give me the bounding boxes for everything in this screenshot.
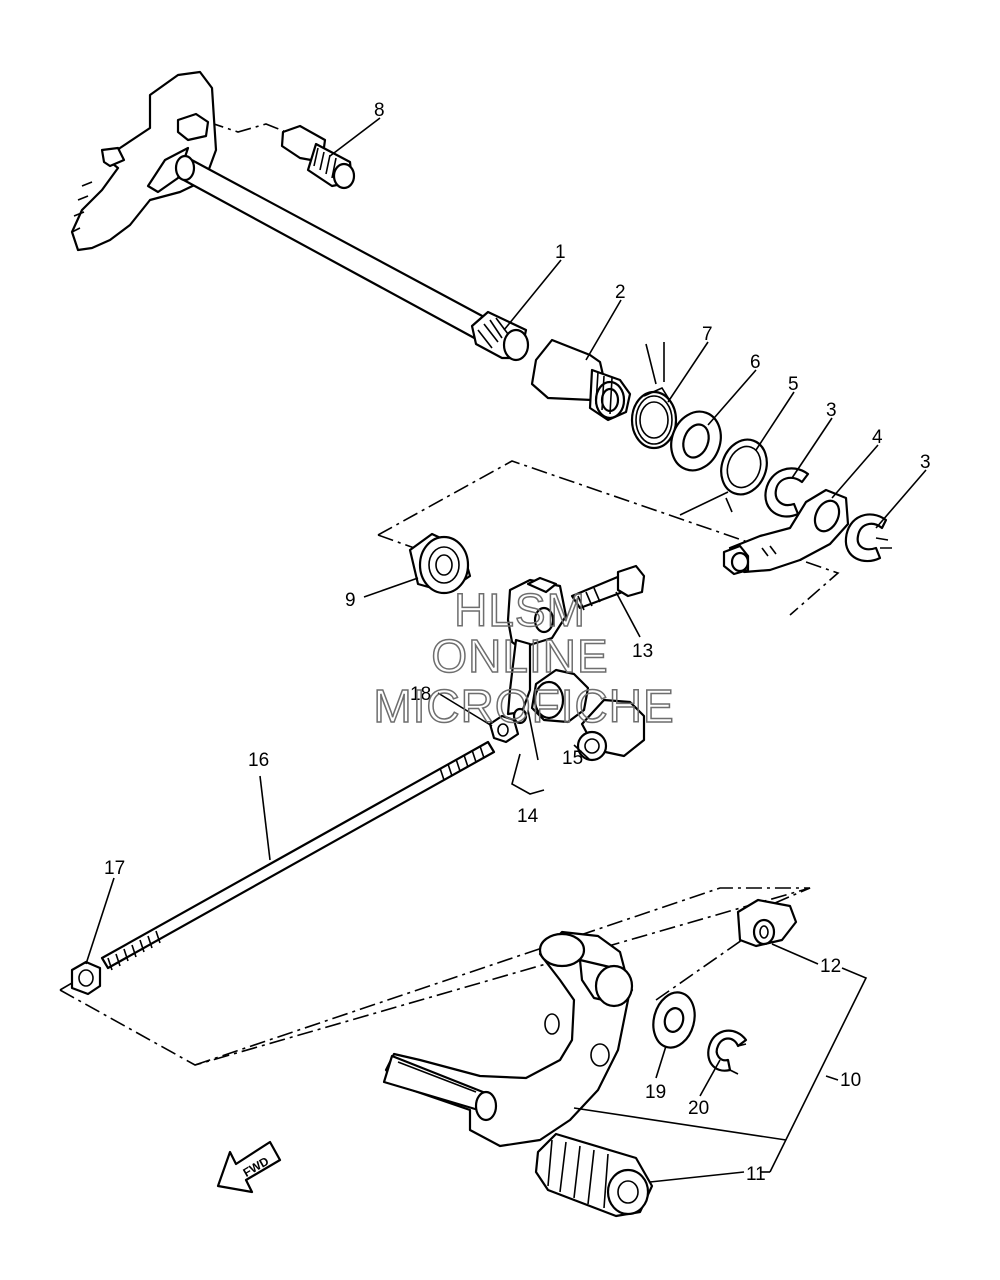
callout-11: 11 xyxy=(746,1164,766,1185)
callout-18: 18 xyxy=(410,684,431,705)
callout-7: 7 xyxy=(702,324,713,345)
callout-12: 12 xyxy=(820,956,841,977)
callout-19: 19 xyxy=(645,1082,666,1103)
callout-14: 14 xyxy=(517,806,539,827)
callout-17: 17 xyxy=(104,858,125,879)
callout-8: 8 xyxy=(374,100,385,121)
collar-2 xyxy=(530,338,632,422)
shift-lever-4 xyxy=(722,488,850,576)
callout-1: 1 xyxy=(555,242,566,263)
circlip-3a xyxy=(764,467,810,518)
bolt-13 xyxy=(570,564,646,611)
callout-15: 15 xyxy=(562,748,583,769)
watermark-line-3: MICROFICHE xyxy=(373,680,674,732)
callout-13: 13 xyxy=(632,641,653,662)
callout-3b: 3 xyxy=(920,452,931,473)
callout-9: 9 xyxy=(345,590,356,611)
bearing-9 xyxy=(408,532,472,595)
circlip-3b xyxy=(844,513,892,563)
callout-labels: 1 2 3 3 4 5 6 7 8 9 10 11 12 13 14 15 16… xyxy=(104,100,931,1185)
fwd-arrow-icon: FWD xyxy=(216,1140,282,1194)
callout-16: 16 xyxy=(248,750,269,771)
shift-pedal-10 xyxy=(382,930,634,1148)
foot-peg-rubber-11 xyxy=(534,1132,654,1218)
spring-5 xyxy=(679,438,768,516)
callout-5: 5 xyxy=(788,374,799,395)
watermark: HLSM ONLINE MICROFICHE xyxy=(373,583,675,733)
spring-7 xyxy=(630,342,678,450)
joint-12 xyxy=(736,898,798,948)
rod-16 xyxy=(100,740,496,971)
nut-18 xyxy=(488,714,520,744)
circlip-20 xyxy=(707,1029,748,1075)
callout-10: 10 xyxy=(840,1070,861,1091)
stopper-lever-14 xyxy=(506,576,590,725)
callout-4: 4 xyxy=(872,427,883,448)
callout-3a: 3 xyxy=(826,400,837,421)
washer-6 xyxy=(670,410,722,472)
leader-lines xyxy=(85,117,927,1183)
callout-2: 2 xyxy=(615,282,626,303)
callout-6: 6 xyxy=(750,352,761,373)
callout-20: 20 xyxy=(688,1098,709,1119)
nut-17 xyxy=(70,960,102,996)
watermark-line-2: ONLINE xyxy=(431,630,608,682)
washer-19 xyxy=(652,991,696,1049)
watermark-line-1: HLSM xyxy=(454,584,586,636)
roller-15 xyxy=(576,698,646,762)
shift-shaft xyxy=(70,70,530,362)
bolt-8 xyxy=(280,124,356,190)
